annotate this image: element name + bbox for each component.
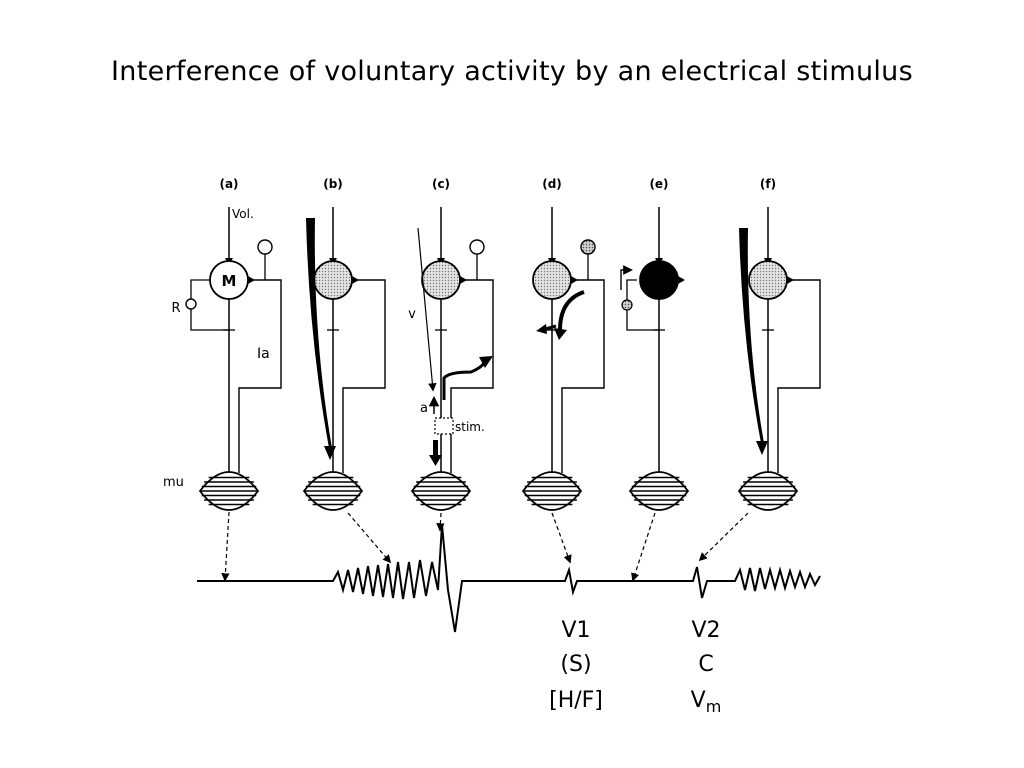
label-vol: Vol. (232, 207, 254, 221)
panel-e: (e) (626, 177, 690, 511)
emg-trace-line (197, 524, 821, 633)
label-ia: Ia (257, 346, 270, 362)
panel-b: (b) (302, 177, 386, 511)
label-a: a (420, 401, 428, 416)
motor-unit (737, 471, 799, 511)
output-synapse (678, 276, 685, 284)
emg-dashed-arrow (551, 512, 572, 564)
interneuron-circle (257, 239, 273, 255)
descending-arrow-f (739, 228, 768, 455)
motor-unit (521, 471, 583, 511)
output-synapse (352, 276, 359, 284)
panel-label: (d) (542, 177, 562, 191)
inhibitory-interneuron (621, 299, 633, 311)
label-hf: [H/F] (549, 688, 603, 713)
orthodromic-head (479, 356, 493, 368)
arrow-body (306, 218, 332, 448)
renshaw-circle (185, 298, 197, 310)
output-synapse (460, 276, 467, 284)
ia-afferent-line (561, 279, 605, 473)
motor-unit (628, 471, 690, 511)
emg-dashed-arrow (436, 512, 445, 532)
panel-label: (f) (760, 177, 776, 191)
ia-afferent-line (450, 279, 494, 473)
orthodromic-curve (442, 361, 487, 400)
diagram-title: Interference of voluntary activity by an… (111, 56, 913, 87)
panel-label: (b) (323, 177, 343, 191)
motoneuron-circle (748, 260, 788, 300)
panel-label: (e) (649, 177, 668, 191)
label-c: C (698, 652, 713, 677)
label-motor-unit: mu (163, 475, 184, 490)
collision-head-left (536, 324, 547, 334)
interneuron-circle (580, 239, 596, 255)
interneuron-circle (469, 239, 485, 255)
panel-f: (f) (737, 177, 821, 511)
panel-a: (a) (198, 177, 282, 511)
label-v: v (408, 307, 416, 322)
emg-dashed-arrow (631, 512, 656, 582)
output-synapse (787, 276, 794, 284)
motor-unit (302, 471, 364, 511)
label-v2: V2 (691, 618, 720, 643)
label-s: (S) (560, 652, 591, 677)
ia-afferent-line (342, 279, 386, 473)
label-v1: V1 (561, 618, 590, 643)
motoneuron-circle (421, 260, 461, 300)
panel-d: (d) (521, 177, 605, 511)
emg-dashed-arrow (347, 512, 392, 564)
motor-unit (198, 471, 260, 511)
stim-down-arrow (429, 440, 442, 466)
thin-arrow-v (417, 227, 437, 392)
arrow-body (739, 228, 764, 443)
panel-label: (a) (219, 177, 238, 191)
motoneuron-circle (313, 260, 353, 300)
collision-head-down (554, 328, 567, 340)
emg-dashed-arrow (221, 511, 230, 582)
ia-afferent-line (777, 279, 821, 473)
arrow-head (756, 441, 768, 455)
motoneuron-circle (532, 260, 572, 300)
panel-c: (c) (410, 177, 494, 511)
recurrent-arrow (620, 265, 633, 290)
stimulus-electrode (434, 417, 454, 435)
label-vm: Vm (691, 688, 722, 716)
descending-arrow-b (306, 218, 336, 460)
motor-unit (410, 471, 472, 511)
emg-trace (197, 524, 821, 633)
label-motoneuron: M (222, 272, 237, 290)
label-renshaw: R (171, 301, 180, 316)
collision-arrow-down (558, 290, 585, 331)
arrow-head (324, 446, 336, 460)
emg-dashed-arrow (698, 512, 749, 562)
label-stim: stim. (455, 420, 485, 434)
panel-label: (c) (432, 177, 450, 191)
motoneuron-circle (639, 260, 679, 300)
ia-afferent-line (238, 279, 282, 473)
output-synapse (571, 276, 578, 284)
output-synapse (248, 276, 255, 284)
